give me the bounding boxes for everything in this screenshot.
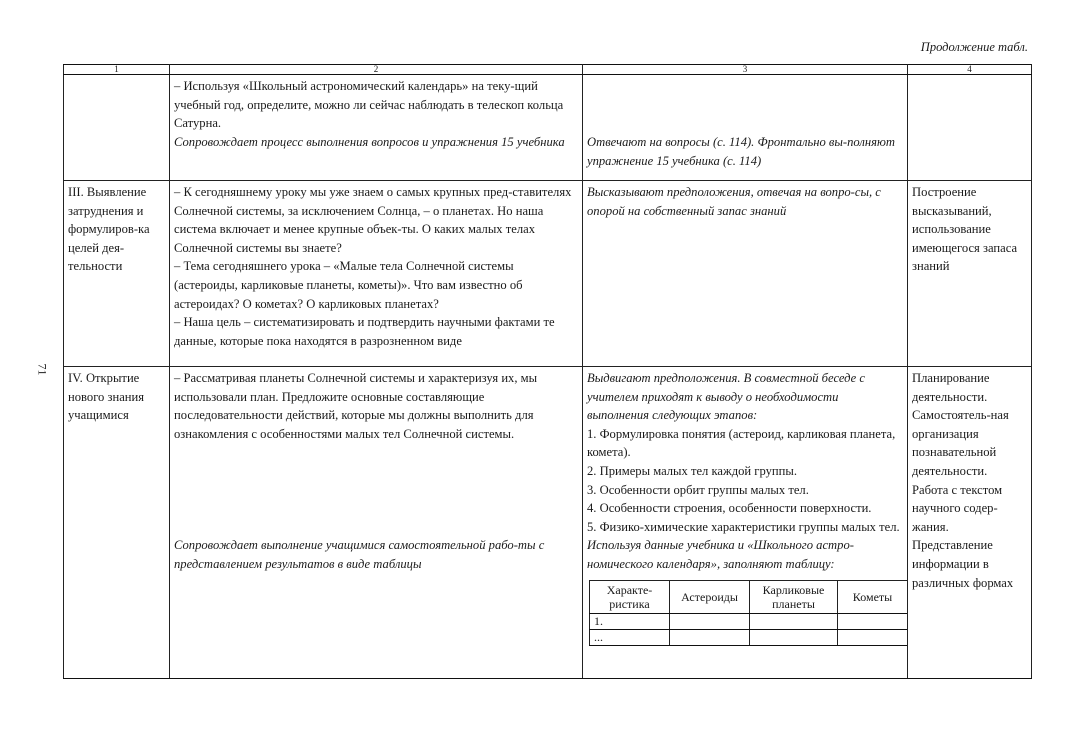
stage-cell: III. Выявление затруднения и формулиров-… [63,180,170,367]
page-number: 71 [35,363,50,376]
inner-cell [837,628,908,646]
column-number: 4 [907,64,1032,75]
outcome-cell: Планирование деятельности. Самостоятель-… [907,366,1032,679]
outcome-text: Представление информации в различных фор… [912,538,1014,590]
inner-cell [669,628,750,646]
student-note: Используя данные учебника и «Школьного а… [587,538,854,571]
inner-cell: 1. [589,612,670,630]
step-item: 1. Формулировка понятия (астероид, карли… [587,426,896,460]
teacher-text: – Используя «Школьный астрономический ка… [174,79,564,131]
teacher-activity-cell: – К сегодняшнему уроку мы уже знаем о са… [169,180,583,367]
outcome-text: Самостоятель-ная организация познаватель… [912,408,1009,478]
inner-header: Карликовые планеты [749,579,838,614]
inner-header: Характе-ристика [589,579,670,614]
lesson-table: 1 2 3 4 – Используя «Школьный астрономич… [63,64,1032,679]
stage-cell [63,74,170,181]
teacher-activity-cell: – Рассматривая планеты Солнечной системы… [169,366,583,679]
inner-header-row: Характе-ристика Астероиды Карликовые пла… [589,579,908,614]
step-item: 5. Физико-химические характеристики груп… [587,519,900,534]
inner-cell [837,612,908,630]
teacher-text: – Тема сегодняшнего урока – «Малые тела … [174,259,523,311]
student-note: Отвечают на вопросы (с. 114). Фронтально… [587,135,895,168]
step-item: 3. Особенности орбит группы малых тел. [587,482,809,497]
teacher-text: – К сегодняшнему уроку мы уже знаем о са… [174,185,572,255]
student-note: Высказывают предположения, отвечая на во… [587,185,881,218]
table-row: III. Выявление затруднения и формулиров-… [63,180,1032,367]
step-item: 2. Примеры малых тел каждой группы. [587,463,797,478]
student-activity-cell: Отвечают на вопросы (с. 114). Фронтально… [582,74,908,181]
student-activity-cell: Высказывают предположения, отвечая на во… [582,180,908,367]
table-row: – Используя «Школьный астрономический ка… [63,74,1032,181]
teacher-text: – Наша цель – систематизировать и подтве… [174,315,555,348]
inner-header: Астероиды [669,579,750,614]
teacher-note: Сопровождает выполнение учащимися самост… [174,538,545,571]
inner-row: 1. [589,612,908,630]
teacher-text: – Рассматривая планеты Солнечной системы… [174,371,538,441]
column-number-row: 1 2 3 4 [63,64,1032,75]
column-number: 1 [63,64,170,75]
column-number: 3 [582,64,908,75]
outcome-text: Планирование деятельности. [912,371,990,404]
characteristics-table: Характе-ристика Астероиды Карликовые пла… [589,579,908,646]
inner-cell [749,628,838,646]
inner-cell [669,612,750,630]
inner-row: ... [589,628,908,646]
student-activity-cell: Выдвигают предположения. В совместной бе… [582,366,908,679]
teacher-activity-cell: – Используя «Школьный астрономический ка… [169,74,583,181]
outcome-cell: Построение высказываний, использование и… [907,180,1032,367]
inner-header: Кометы [837,579,908,614]
table-continuation-caption: Продолжение табл. [920,40,1028,54]
stage-cell: IV. Открытие нового знания учащимися [63,366,170,679]
outcome-cell [907,74,1032,181]
table-row: IV. Открытие нового знания учащимися – Р… [63,366,1032,679]
inner-cell [749,612,838,630]
column-number: 2 [169,64,583,75]
teacher-note: Сопровождает процесс выполнения вопросов… [174,134,565,149]
inner-cell: ... [589,628,670,646]
student-note: Выдвигают предположения. В совместной бе… [587,371,865,423]
step-item: 4. Особенности строения, особенности пов… [587,501,872,516]
outcome-text: Работа с текстом научного содер-жания. [912,482,1003,534]
